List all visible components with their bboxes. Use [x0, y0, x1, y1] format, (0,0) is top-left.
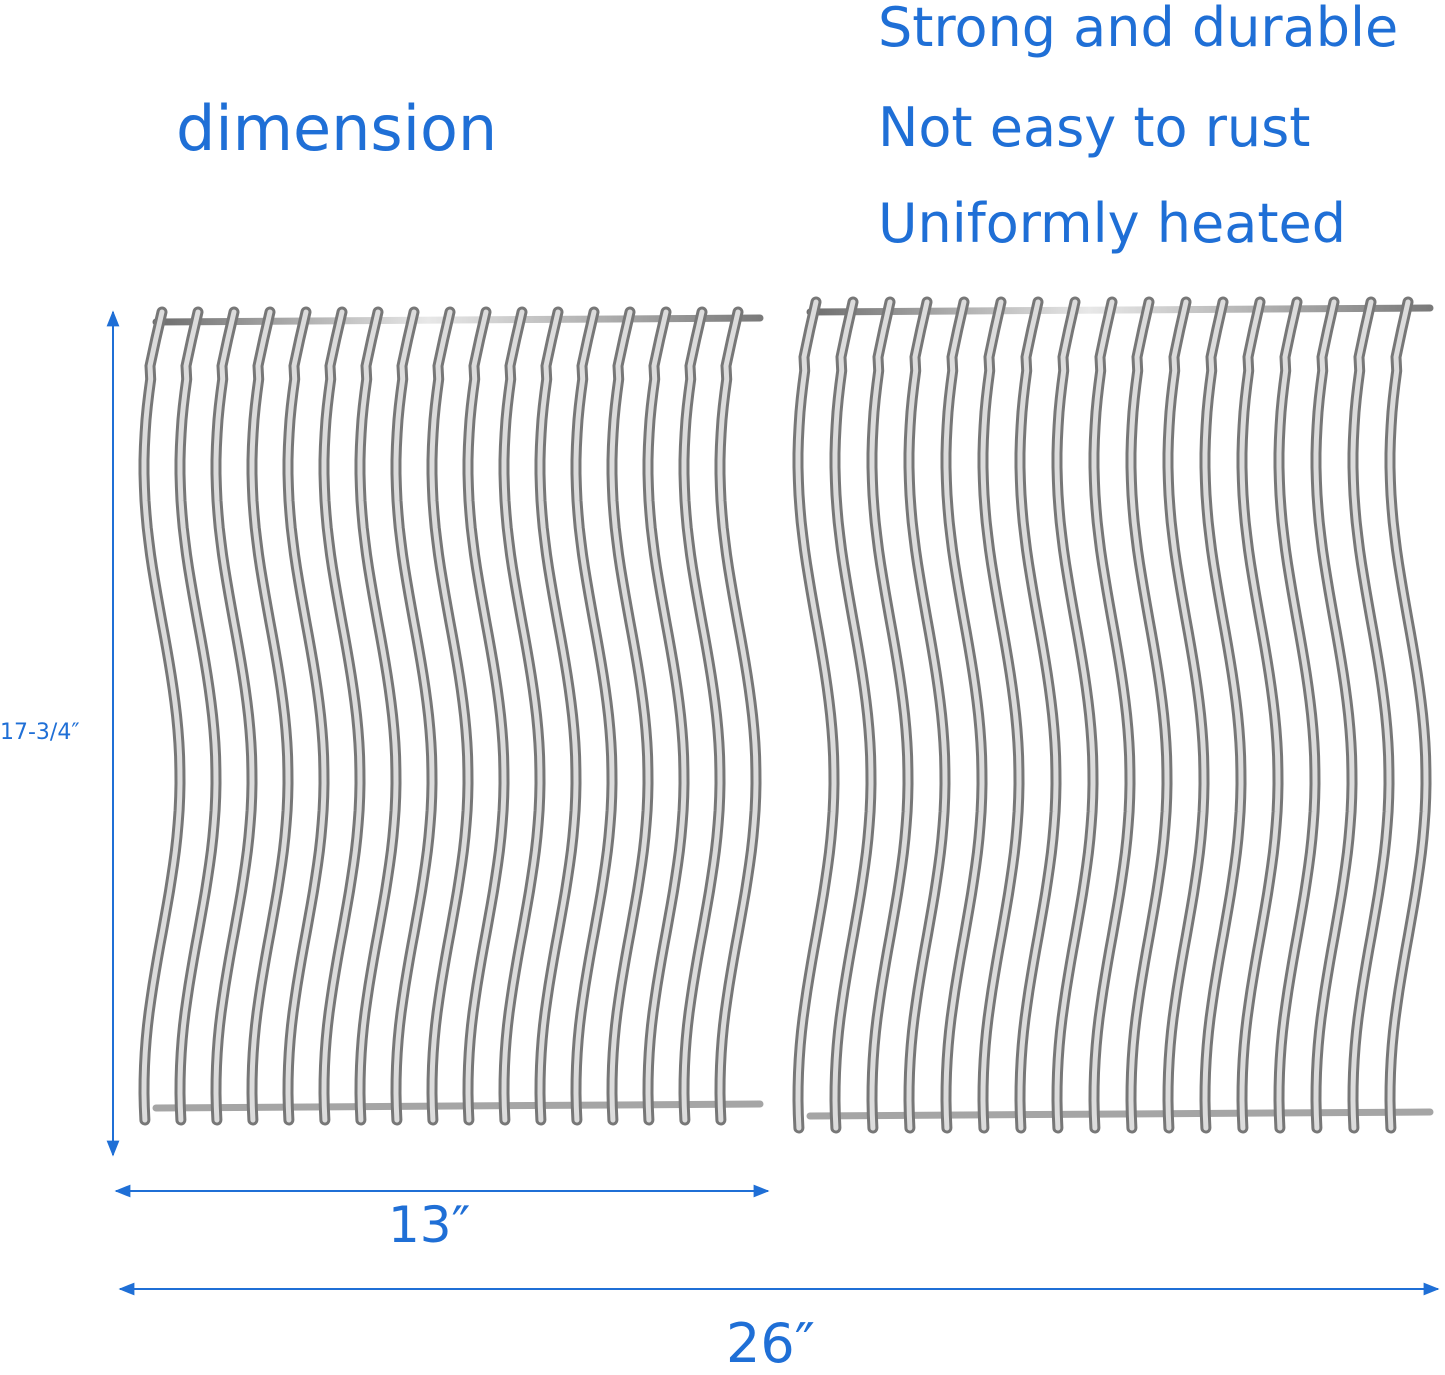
grate-wire-highlight — [1239, 299, 1281, 1131]
grate-wire-highlight — [832, 299, 874, 1131]
grate-wire-highlight — [1202, 299, 1244, 1131]
grate-wire-highlight — [573, 309, 615, 1123]
grate-wire-highlight — [429, 309, 471, 1123]
grate-wire-highlight — [285, 309, 327, 1123]
feature-durable: Strong and durable — [878, 0, 1399, 59]
grate-wire-highlight — [1165, 299, 1207, 1131]
grate-wire-highlight — [1276, 299, 1318, 1131]
grate-wire-highlight — [717, 309, 759, 1123]
grate-wire-highlight — [357, 309, 399, 1123]
grate-wire-highlight — [1017, 299, 1059, 1131]
grate-wire-highlight — [795, 299, 837, 1131]
grate-wire-highlight — [213, 309, 255, 1123]
grate-2-top-rail — [806, 304, 1434, 316]
grate-wire-highlight — [465, 309, 507, 1123]
grate-wire-highlight — [177, 309, 219, 1123]
grate-wire-highlight — [609, 309, 651, 1123]
feature-heated: Uniformly heated — [878, 192, 1346, 255]
grate-wire-highlight — [1128, 299, 1170, 1131]
grate-wire-highlight — [1313, 299, 1355, 1131]
grate-wire-highlight — [321, 309, 363, 1123]
height-label: 17-3/4″ — [0, 720, 80, 745]
single-width-label: 13″ — [388, 1196, 471, 1254]
grate-wire-highlight — [1350, 299, 1392, 1131]
grate-wire-highlight — [501, 309, 543, 1123]
feature-rust: Not easy to rust — [878, 96, 1311, 159]
grate-wire-highlight — [681, 309, 723, 1123]
grate-wire-highlight — [943, 299, 985, 1131]
grate-wire-highlight — [537, 309, 579, 1123]
total-width-label: 26″ — [726, 1312, 815, 1375]
grate-wire-highlight — [1054, 299, 1096, 1131]
grate-wire-highlight — [980, 299, 1022, 1131]
grate-wire-highlight — [869, 299, 911, 1131]
heading: dimension — [176, 92, 498, 165]
grate-wire-highlight — [1091, 299, 1133, 1131]
grate-wire-highlight — [1387, 299, 1429, 1131]
grate-wire-highlight — [393, 309, 435, 1123]
grate-wire-highlight — [249, 309, 291, 1123]
grate-wire-highlight — [645, 309, 687, 1123]
grate-2-bottom-rail — [806, 1108, 1434, 1120]
grate-1-bottom-rail — [152, 1100, 764, 1112]
grate-wire-highlight — [906, 299, 948, 1131]
grate-wire-highlight — [141, 309, 183, 1123]
